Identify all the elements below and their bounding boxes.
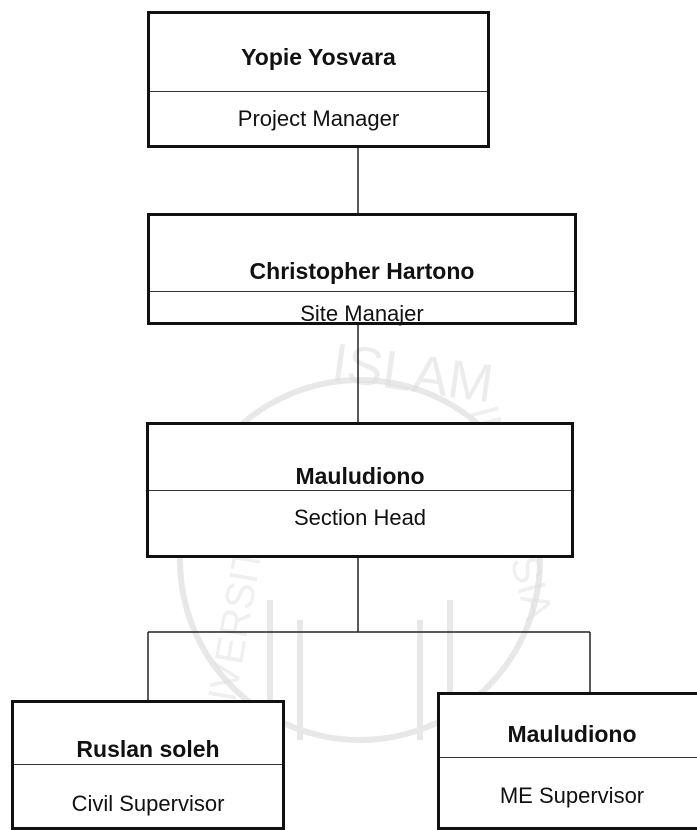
node-name: Christopher Hartono: [249, 258, 475, 284]
node-name: Ruslan soleh: [76, 736, 220, 762]
node-divider: [150, 291, 574, 292]
node-role: ME Supervisor: [499, 783, 645, 808]
node-divider: [440, 757, 697, 758]
node-divider: [149, 490, 571, 491]
node-divider: [14, 764, 282, 765]
node-role: Civil Supervisor: [71, 791, 225, 816]
node-name: Yopie Yosvara: [241, 44, 396, 70]
node-civil-supervisor: Ruslan soleh Civil Supervisor: [11, 700, 285, 830]
node-name: Mauludiono: [507, 721, 637, 747]
node-role: Project Manager: [237, 106, 400, 131]
node-role: Site Manajer: [300, 301, 424, 326]
node-project-manager: Yopie Yosvara Project Manager: [147, 11, 490, 148]
node-me-supervisor: Mauludiono ME Supervisor: [437, 692, 697, 830]
node-site-manager: Christopher Hartono Site Manajer: [147, 213, 577, 326]
node-section-head: Mauludiono Section Head: [146, 422, 574, 558]
node-divider: [150, 91, 487, 92]
node-role: Section Head: [293, 505, 427, 530]
node-name: Mauludiono: [295, 463, 425, 489]
